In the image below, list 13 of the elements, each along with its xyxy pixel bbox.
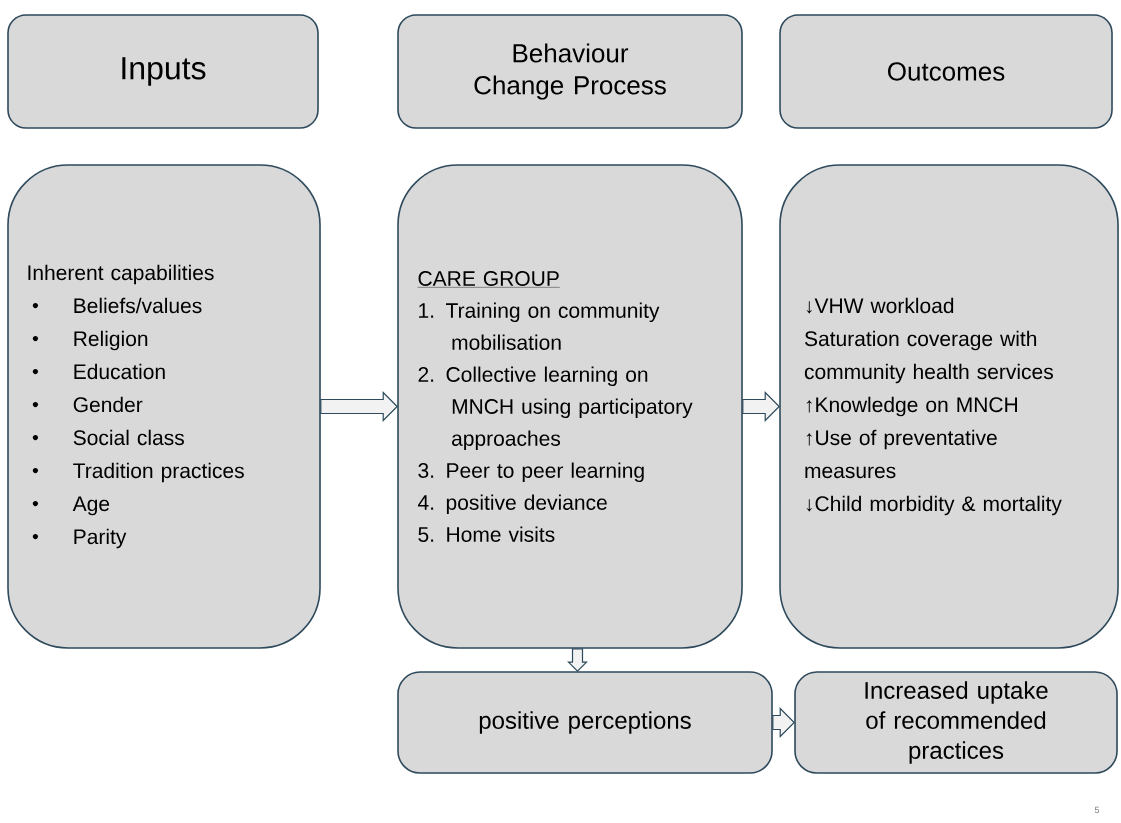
block-arrow	[772, 707, 796, 738]
header-box: Inputs	[7, 14, 319, 129]
block-arrow	[742, 391, 781, 422]
process-box: ↓VHW workload Saturation coverage with community health services ↑Knowledge on MNCH ↑Use of preventative measures ↓Child morbidity & mortality	[779, 164, 1119, 649]
page-number: 5	[1094, 806, 1100, 814]
header-box: Outcomes	[779, 14, 1113, 129]
process-box: Increased uptake of recommended practices	[794, 671, 1118, 774]
process-box: positive perceptions	[397, 671, 773, 774]
process-box: Inherent capabilities Beliefs/values Religion Education Gender Social class Tradition practices Age Parity	[7, 164, 321, 649]
header-box: Behaviour Change Process	[397, 14, 743, 129]
process-box: CARE GROUP 1. Training on community mobilisation 2. Collective learning on MNCH using participatory approaches 3. Peer to peer learning 4. positive deviance 5. Home visits	[397, 164, 743, 649]
block-arrow	[320, 391, 399, 422]
block-arrow	[567, 648, 588, 673]
